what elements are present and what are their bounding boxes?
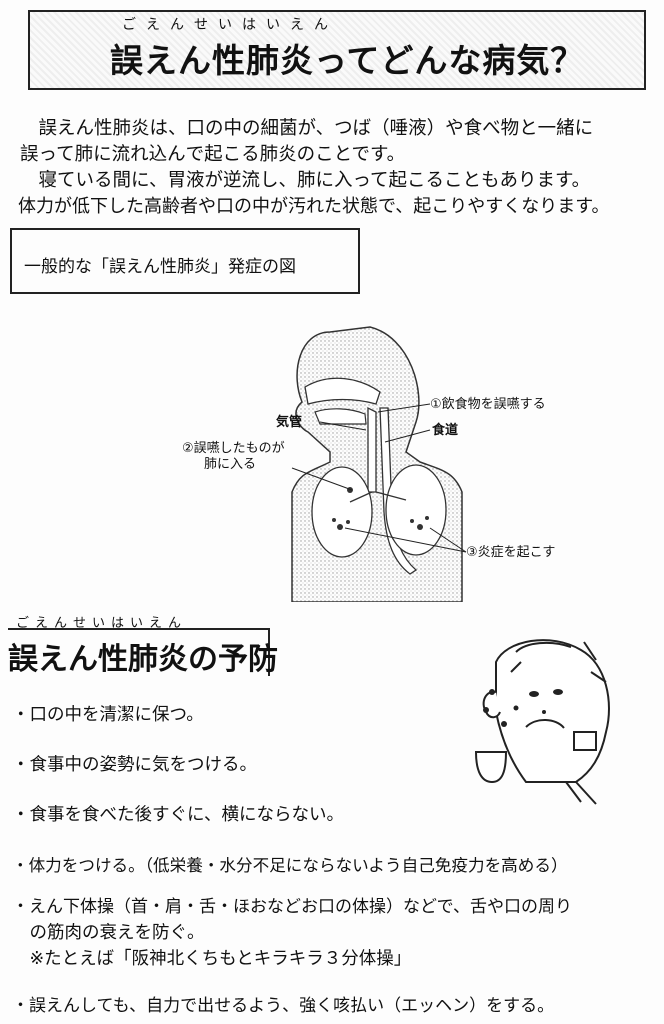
aspiration-diagram: ①飲食物を誤嚥する 食道 気管 ②誤嚥したものが 肺に入る ③炎症を起こす xyxy=(182,326,555,602)
list-item: ・誤えんしても、自力で出せるよう、強く咳払い（エッヘン）をする。 xyxy=(12,996,555,1016)
diagram-caption-box: 一般的な「誤えん性肺炎」発症の図 xyxy=(10,228,360,294)
intro-line: 誤えん性肺炎は、口の中の細菌が、つば（唾液）や食べ物と一緒に xyxy=(20,118,594,139)
label-step2-line2: 肺に入る xyxy=(204,457,256,472)
left-lung xyxy=(311,466,373,558)
coughing-person-illustration xyxy=(474,639,610,805)
list-item: ・食事を食べた後すぐに、横にならない。 xyxy=(12,805,344,825)
label-step3: ③炎症を起こす xyxy=(466,545,555,560)
list-item: ・えん下体操（首・肩・舌・ほおなどお口の体操）などで、舌や口の周り xyxy=(12,897,572,917)
page-title: 誤えん性肺炎ってどんな病気？ xyxy=(110,41,585,80)
list-item: ・食事中の姿勢に気をつける。 xyxy=(12,755,257,775)
label-step1: ①飲食物を誤嚥する xyxy=(430,396,546,412)
list-item: ・体力をつける。（低栄養・水分不足にならないよう自己免疫力を高める） xyxy=(12,856,568,875)
prevention-title: 誤えん性肺炎の予防 xyxy=(8,628,278,677)
body-silhouette xyxy=(291,326,463,602)
list-item: ※たとえば「阪神北くちもとキラキラ３分体操」 xyxy=(12,949,412,969)
intro-line: 寝ている間に、胃液が逆流し、肺に入って起こることもあります。 xyxy=(20,170,591,191)
label-step2-line1: ②誤嚥したものが xyxy=(182,440,285,456)
prevention-ruby: ごえんせいはいえん xyxy=(16,616,188,631)
diagram-caption: 一般的な「誤えん性肺炎」発症の図 xyxy=(24,257,296,277)
label-trachea: 気管 xyxy=(276,414,302,430)
label-esophagus: 食道 xyxy=(432,422,458,438)
trachea xyxy=(367,406,377,493)
list-item: の筋肉の衰えを防ぐ。 xyxy=(12,923,205,943)
title-box xyxy=(28,10,646,90)
list-item: ・口の中を清潔に保つ。 xyxy=(12,705,204,725)
intro-line: 体力が低下した高齢者や口の中が汚れた状態で、起こりやすくなります。 xyxy=(18,196,610,217)
title-ruby: ごえんせいはいえん xyxy=(122,17,338,33)
right-lung xyxy=(385,464,447,556)
intro-line: 誤って肺に流れ込んで起こる肺炎のことです。 xyxy=(20,144,406,165)
